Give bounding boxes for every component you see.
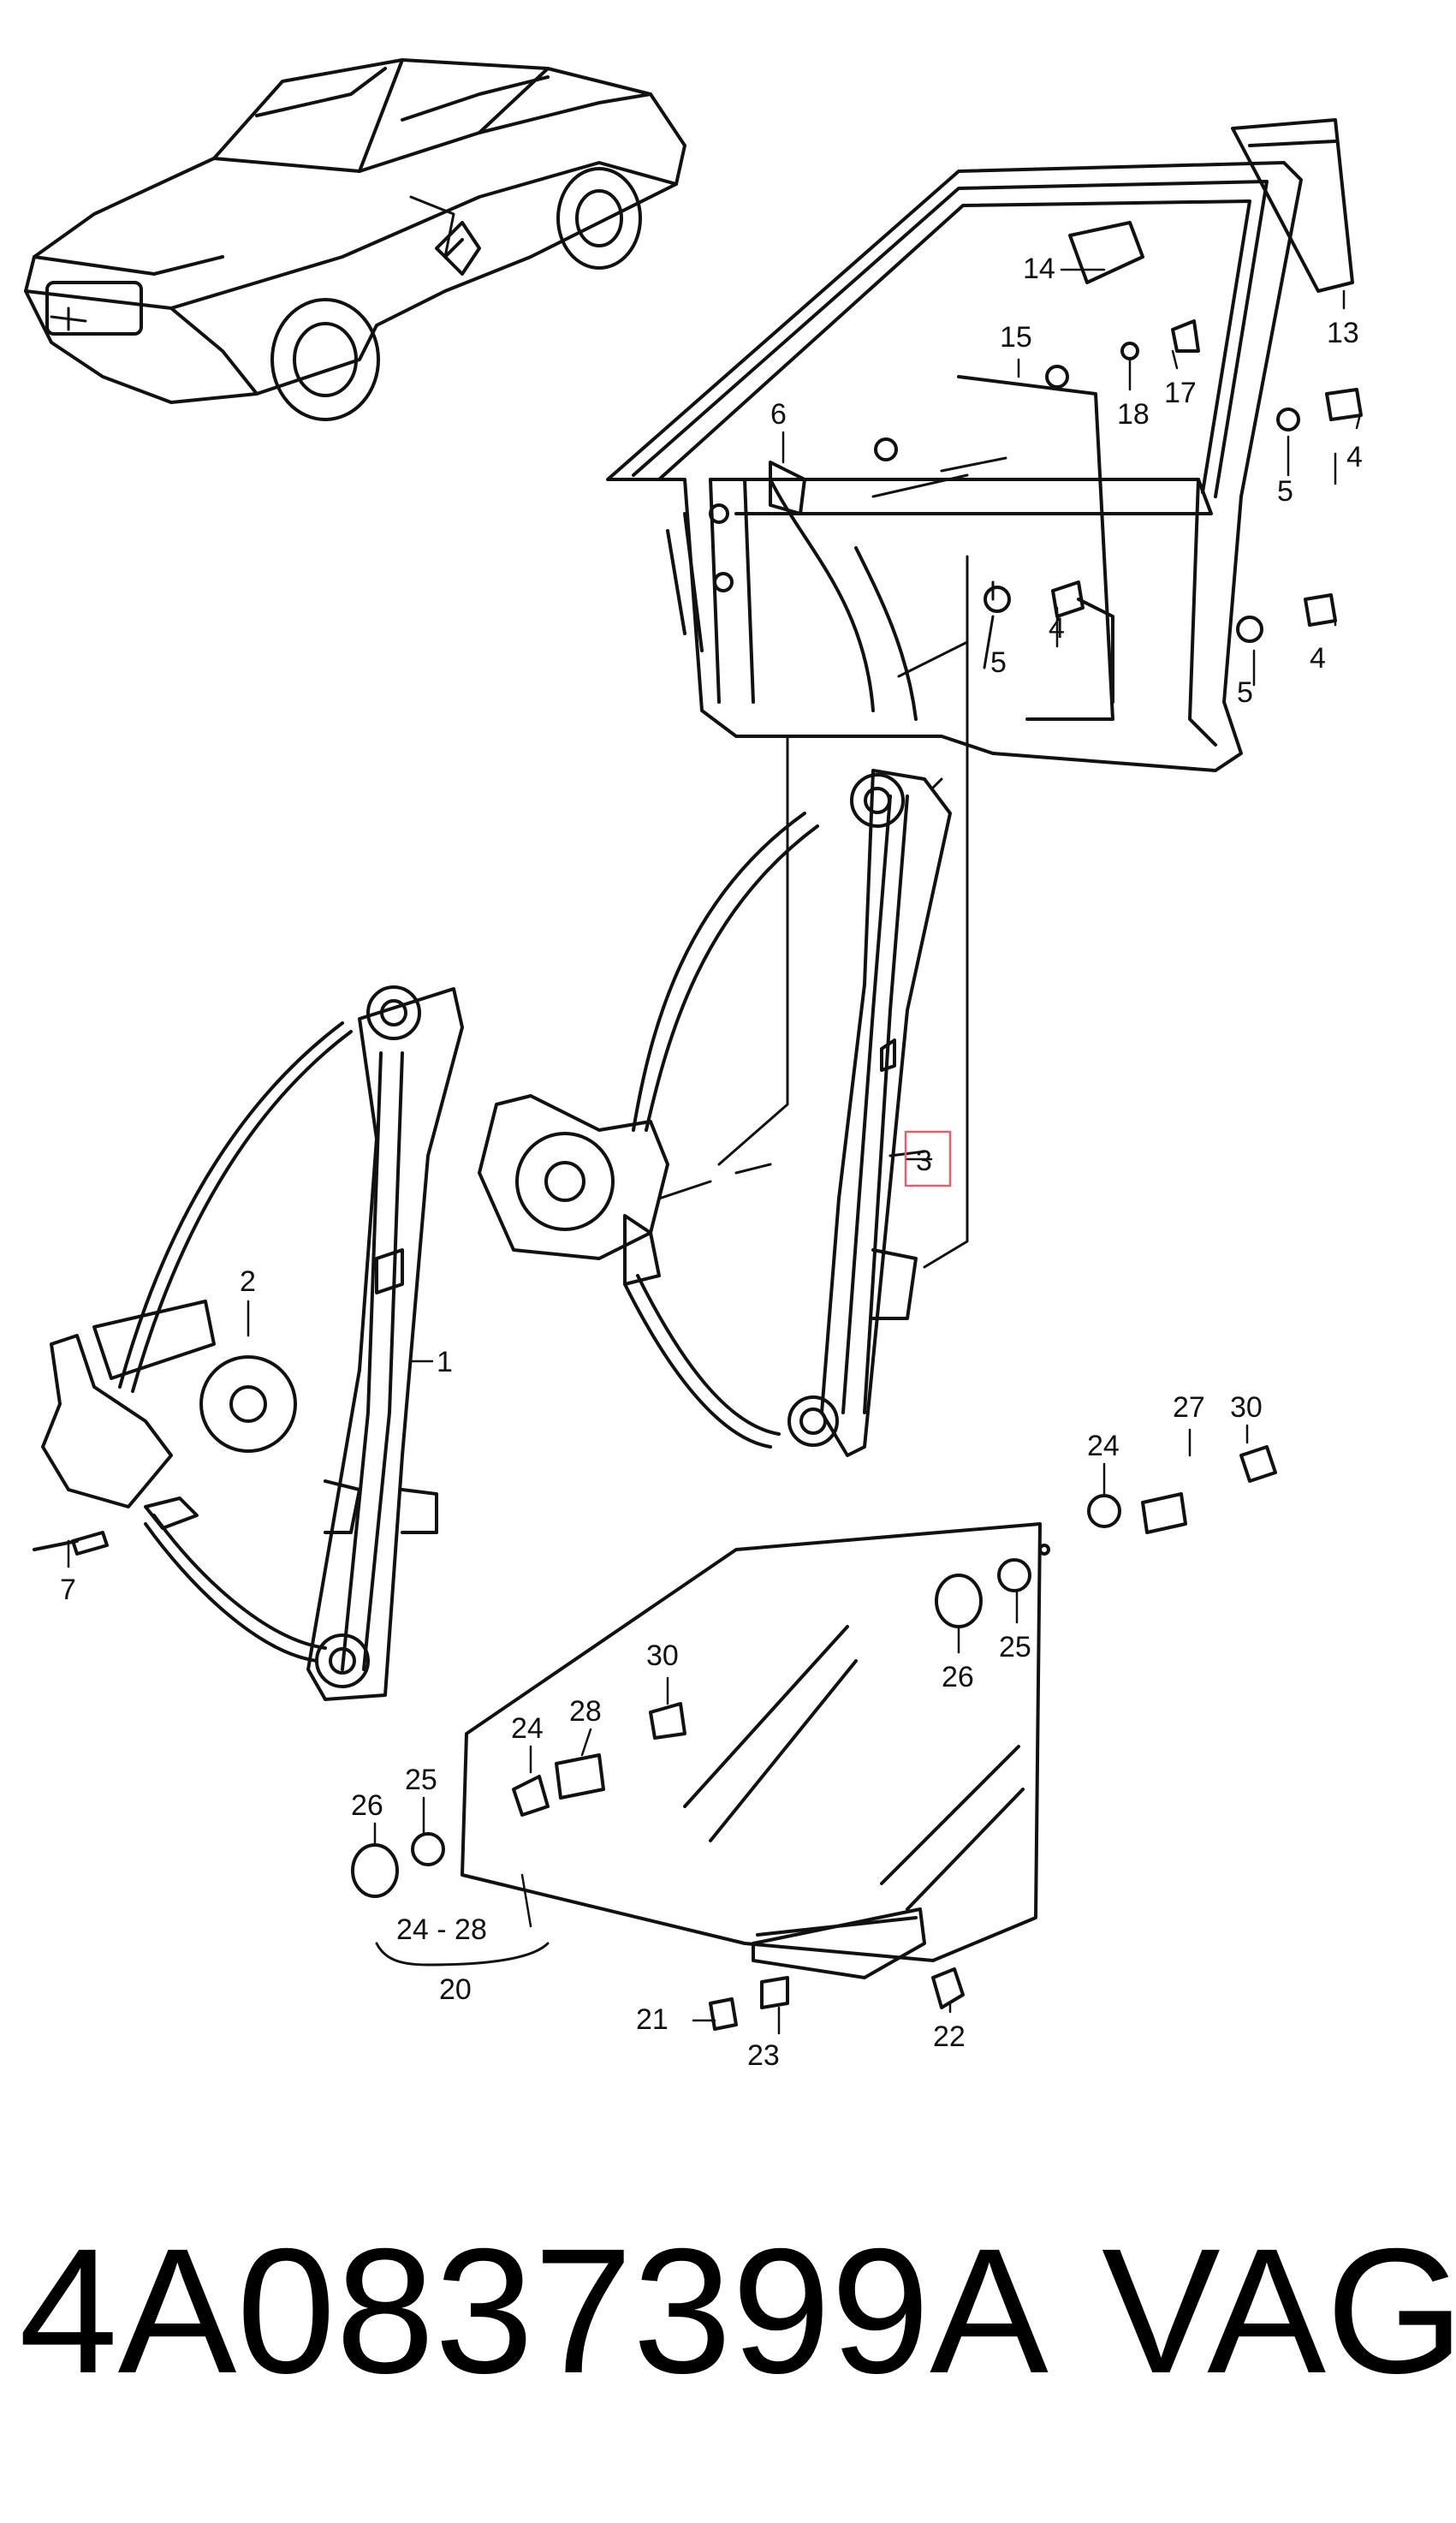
callout-24-28: 24 - 28 bbox=[396, 1913, 487, 1946]
leader-lines bbox=[67, 268, 1363, 2035]
callout-21: 21 bbox=[636, 2003, 669, 2036]
callout-2: 2 bbox=[240, 1265, 256, 1298]
callout-6: 6 bbox=[770, 398, 787, 431]
callout-5-a: 5 bbox=[1277, 475, 1293, 508]
brand-name: VAG bbox=[1102, 2212, 1456, 2411]
window-glass-panel bbox=[461, 1522, 1050, 1979]
callout-17: 17 bbox=[1164, 377, 1197, 409]
hardware-parts bbox=[33, 221, 1363, 2031]
part-code-caption: 4A0837399A VAG bbox=[19, 2192, 1456, 2431]
callout-22: 22 bbox=[933, 2020, 966, 2053]
window-regulator-1 bbox=[41, 985, 464, 1701]
callout-25-a: 25 bbox=[999, 1631, 1031, 1663]
reference-lines bbox=[657, 456, 1007, 1269]
callout-26-a: 26 bbox=[942, 1661, 974, 1693]
callout-7: 7 bbox=[60, 1574, 76, 1606]
callout-3: 3 bbox=[916, 1145, 932, 1177]
callout-26-b: 26 bbox=[351, 1789, 383, 1822]
callout-30-a: 30 bbox=[1230, 1391, 1263, 1424]
callout-5-c: 5 bbox=[1237, 676, 1253, 709]
callout-4-a: 4 bbox=[1346, 441, 1363, 473]
callout-23: 23 bbox=[747, 2039, 780, 2072]
callout-3-highlight bbox=[904, 1130, 952, 1187]
callout-30-b: 30 bbox=[646, 1639, 679, 1672]
window-regulator-3 bbox=[478, 769, 952, 1457]
callout-24-a: 24 bbox=[1087, 1430, 1120, 1462]
part-number: 4A0837399A bbox=[19, 2212, 1049, 2411]
callout-13: 13 bbox=[1327, 317, 1359, 349]
callout-24-b: 24 bbox=[511, 1712, 544, 1745]
callout-27: 27 bbox=[1173, 1391, 1205, 1424]
callout-25-b: 25 bbox=[405, 1764, 437, 1796]
callout-4-b: 4 bbox=[1049, 612, 1065, 645]
callout-14: 14 bbox=[1023, 253, 1055, 285]
car-illustration bbox=[24, 58, 686, 421]
callout-28: 28 bbox=[569, 1695, 602, 1728]
callout-18: 18 bbox=[1117, 398, 1150, 431]
door-frame bbox=[606, 118, 1354, 772]
callout-labels: 3 1 2 7 14 15 17 18 13 4 5 6 4 5 4 5 30 … bbox=[60, 253, 1363, 2072]
callout-20: 20 bbox=[439, 1973, 472, 2006]
callout-4-c: 4 bbox=[1310, 642, 1326, 675]
callout-5-b: 5 bbox=[990, 646, 1007, 679]
callout-1: 1 bbox=[437, 1346, 453, 1378]
callout-15: 15 bbox=[1000, 321, 1032, 354]
